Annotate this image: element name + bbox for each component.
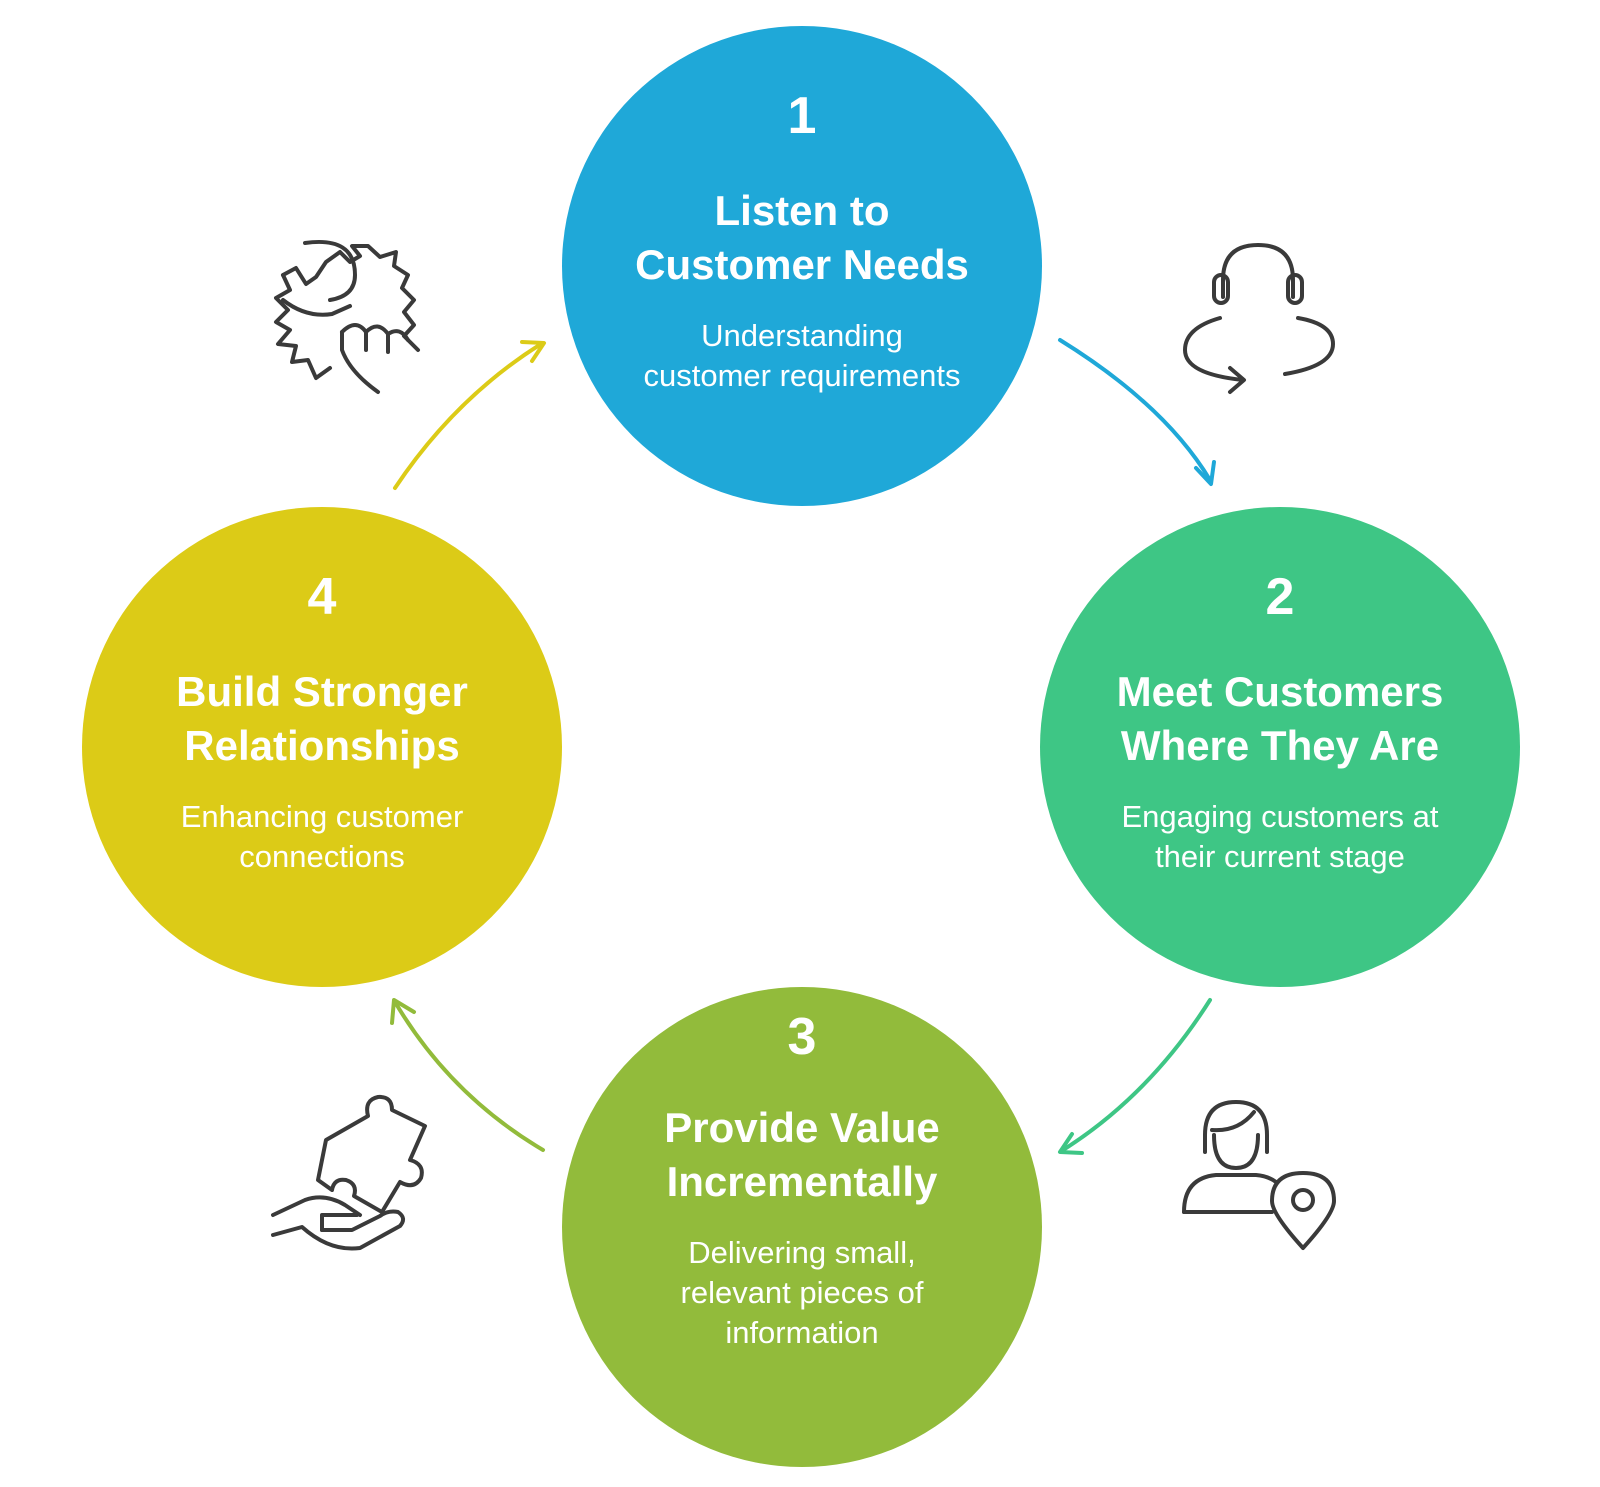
step-description-line: Delivering small, [688,1235,916,1270]
step-title-line: Build Stronger [176,668,468,715]
step-description: Enhancing customer connections [122,797,522,877]
arrow-4-to-1 [393,340,546,490]
arrow-2-to-3 [1058,998,1212,1155]
step-number: 2 [1265,568,1295,626]
step-description-line: Enhancing customer [180,799,464,834]
step-description-line: their current stage [1155,839,1405,874]
step-number: 1 [787,87,817,145]
step-2-meet-customers-where-they-are: 2 Meet Customers Where They Are Engaging… [1040,507,1520,987]
arrow-3-to-4 [390,998,545,1152]
step-title-line: Customer Needs [635,241,969,288]
step-description-line: relevant pieces of [680,1275,924,1310]
step-title-line: Listen to [714,187,890,234]
step-1-listen-to-customer-needs: 1 Listen to Customer Needs Understanding… [562,26,1042,506]
step-title-line: Provide Value [664,1104,940,1151]
handshake-puzzle-icon [274,240,420,394]
step-description-line: Engaging customers at [1121,799,1439,834]
person-location-icon [1182,1100,1336,1250]
step-number: 4 [307,568,337,626]
arrow-1-to-2 [1058,338,1216,486]
step-description-line: Understanding [701,318,903,353]
headset-cycle-icon [1183,243,1335,394]
step-number: 3 [787,1008,817,1066]
step-title-line: Meet Customers [1116,668,1444,715]
step-title: Build Stronger Relationships [112,665,532,773]
step-title-line: Relationships [184,722,460,769]
step-title: Meet Customers Where They Are [1070,665,1490,773]
hand-puzzle-icon [271,1094,427,1251]
step-description: Understanding customer requirements [602,316,1002,396]
step-description: Delivering small, relevant pieces of inf… [602,1233,1002,1353]
step-description-line: connections [239,839,405,874]
step-title-line: Incrementally [666,1158,938,1205]
step-description: Engaging customers at their current stag… [1080,797,1480,877]
step-description-line: information [725,1315,879,1350]
step-description-line: customer requirements [643,358,961,393]
step-4-build-stronger-relationships: 4 Build Stronger Relationships Enhancing… [82,507,562,987]
step-3-provide-value-incrementally: 3 Provide Value Incrementally Delivering… [562,987,1042,1467]
step-title-line: Where They Are [1120,722,1440,769]
step-title: Provide Value Incrementally [592,1101,1012,1209]
step-title: Listen to Customer Needs [592,184,1012,292]
